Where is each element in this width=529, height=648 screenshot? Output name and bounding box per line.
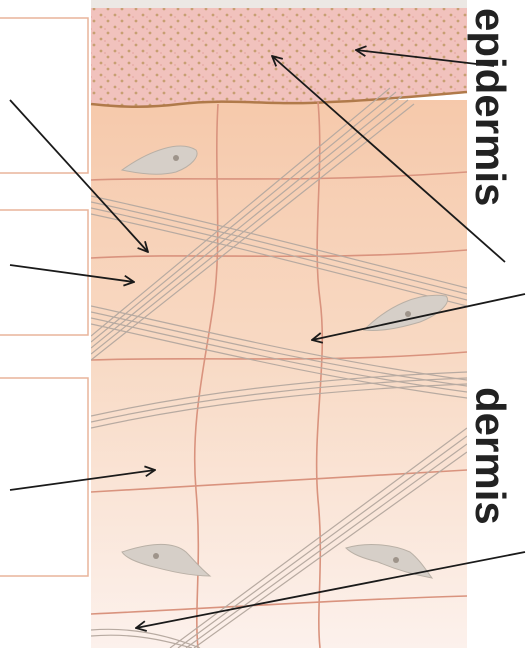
- dermis-label: dermis: [469, 387, 511, 525]
- fibroblast-nucleus: [405, 311, 411, 317]
- epidermis-label: epidermis: [469, 8, 511, 206]
- fibroblast-nucleus: [173, 155, 179, 161]
- fibroblast-nucleus: [393, 557, 399, 563]
- answer-box-3[interactable]: [0, 378, 88, 576]
- answer-box-1[interactable]: [0, 18, 88, 173]
- epidermis-layer: [91, 8, 467, 107]
- fibroblast-nucleus: [153, 553, 159, 559]
- answer-box-2[interactable]: [0, 210, 88, 335]
